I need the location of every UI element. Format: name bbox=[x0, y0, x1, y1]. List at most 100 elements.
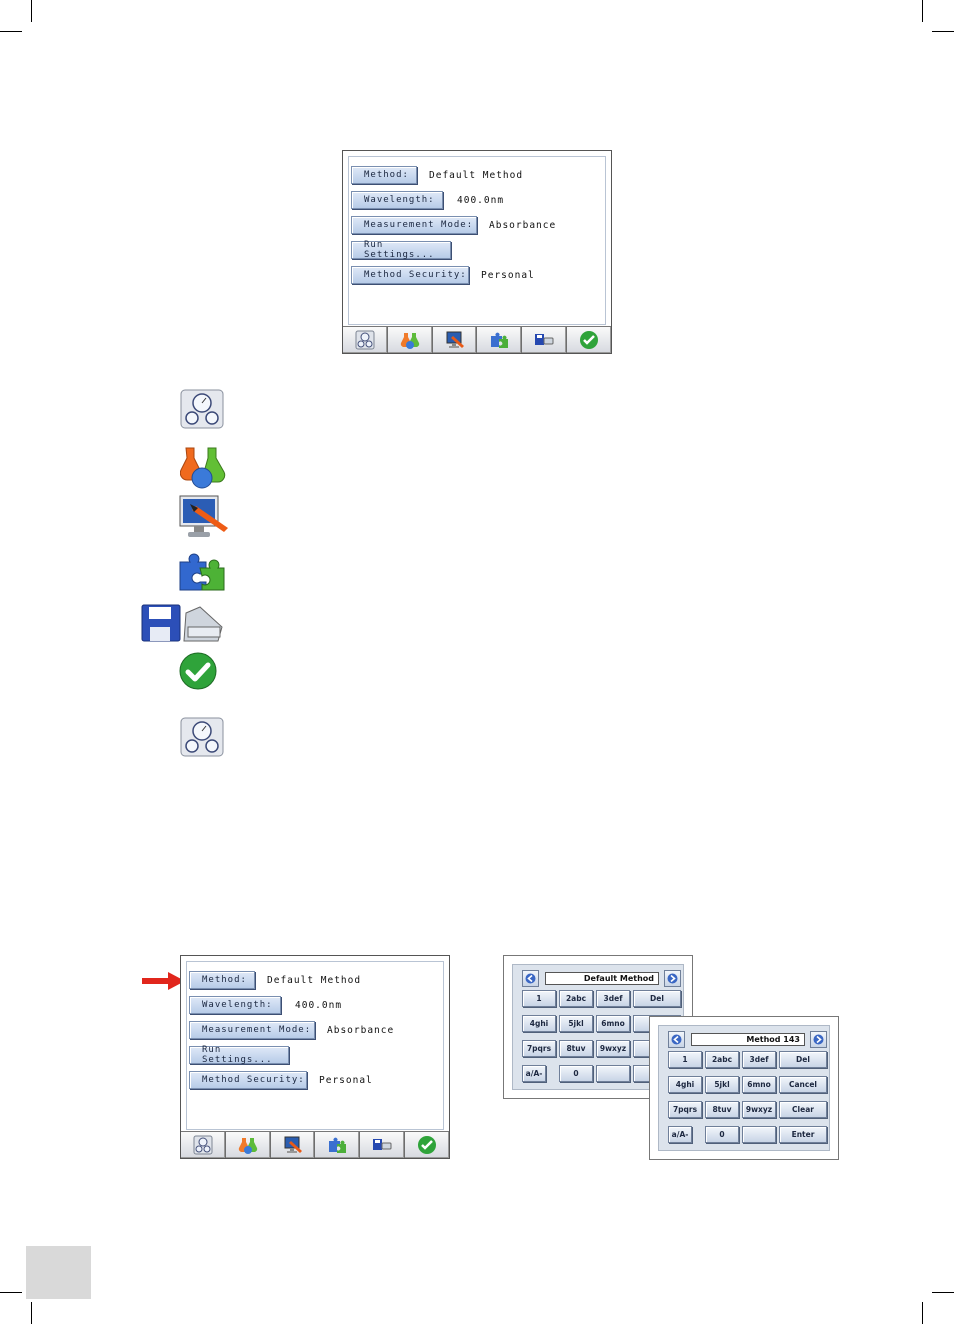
save-print-icon bbox=[535, 334, 554, 345]
key[interactable]: 8tuv bbox=[559, 1040, 593, 1057]
key[interactable] bbox=[596, 1065, 630, 1082]
check-icon bbox=[179, 652, 217, 690]
method-value: Default Method bbox=[267, 974, 362, 986]
crop-mark bbox=[932, 1292, 954, 1293]
keypad-front: Method 143 1 2abc 3def Del 4ghi 5jkl 6mn… bbox=[649, 1016, 839, 1160]
wavelength-button[interactable]: Wavelength: bbox=[189, 996, 281, 1014]
method-security-button[interactable]: Method Security: bbox=[189, 1071, 307, 1089]
tb-gauges[interactable] bbox=[343, 327, 388, 353]
left-arrow-button[interactable] bbox=[522, 970, 539, 987]
tb-accept[interactable] bbox=[567, 327, 611, 353]
run-settings-button[interactable]: Run Settings... bbox=[189, 1045, 289, 1065]
method-value: Default Method bbox=[429, 169, 524, 181]
right-arrow-button[interactable] bbox=[664, 970, 681, 987]
crop-mark bbox=[922, 1302, 923, 1324]
method-button[interactable]: Method: bbox=[189, 971, 255, 989]
key[interactable]: Del bbox=[633, 990, 681, 1007]
text-field[interactable]: Method 143 bbox=[691, 1033, 805, 1046]
toolbar bbox=[181, 1131, 449, 1158]
key[interactable]: Clear bbox=[779, 1101, 827, 1118]
run-settings-row: Run Settings... bbox=[351, 240, 451, 260]
crop-mark bbox=[31, 0, 32, 22]
key[interactable]: 6mno bbox=[742, 1076, 776, 1093]
method-security-value: Personal bbox=[481, 269, 535, 281]
method-screen-top: Method: Default Method Wavelength: 400.0… bbox=[342, 150, 612, 354]
key[interactable]: a/A- bbox=[522, 1065, 546, 1082]
key[interactable]: 5jkl bbox=[705, 1076, 739, 1093]
arrow-right-icon bbox=[813, 1034, 824, 1045]
key[interactable]: 3def bbox=[596, 990, 630, 1007]
key[interactable]: a/A- bbox=[668, 1126, 692, 1143]
key[interactable]: Enter bbox=[779, 1126, 827, 1143]
tb-gauges[interactable] bbox=[181, 1132, 226, 1158]
text-field[interactable]: Default Method bbox=[545, 972, 659, 985]
page-number-box bbox=[26, 1246, 91, 1299]
crop-mark bbox=[31, 1302, 32, 1324]
gauges-icon bbox=[193, 1135, 213, 1155]
key[interactable]: 9wxyz bbox=[596, 1040, 630, 1057]
monitor-brush-icon bbox=[446, 331, 464, 348]
crop-mark bbox=[922, 0, 923, 22]
check-icon bbox=[418, 1136, 437, 1154]
run-settings-button[interactable]: Run Settings... bbox=[351, 240, 451, 260]
measurement-mode-button[interactable]: Measurement Mode: bbox=[351, 216, 477, 234]
crop-mark bbox=[0, 31, 22, 32]
crop-mark bbox=[0, 1292, 22, 1293]
key[interactable]: Cancel bbox=[779, 1076, 827, 1093]
puzzle-icon bbox=[491, 332, 509, 348]
key[interactable]: 4ghi bbox=[522, 1015, 556, 1032]
tb-accept[interactable] bbox=[405, 1132, 449, 1158]
key[interactable]: 9wxyz bbox=[742, 1101, 776, 1118]
gauges-icon bbox=[180, 717, 224, 757]
puzzle-icon bbox=[179, 553, 225, 591]
tb-puzzle[interactable] bbox=[315, 1132, 361, 1158]
measurement-mode-value: Absorbance bbox=[489, 219, 557, 231]
screen-body bbox=[348, 156, 606, 325]
left-arrow-button[interactable] bbox=[668, 1031, 685, 1048]
monitor-brush-icon bbox=[284, 1136, 302, 1153]
wavelength-row: Wavelength: 400.0nm bbox=[189, 996, 342, 1014]
key[interactable]: 7pqrs bbox=[522, 1040, 556, 1057]
tb-puzzle[interactable] bbox=[477, 327, 523, 353]
flasks-icon bbox=[238, 1138, 257, 1154]
key[interactable] bbox=[742, 1126, 776, 1143]
key[interactable]: Del bbox=[779, 1051, 827, 1068]
method-button[interactable]: Method: bbox=[351, 166, 417, 184]
right-arrow-button[interactable] bbox=[810, 1031, 827, 1048]
key[interactable]: 5jkl bbox=[559, 1015, 593, 1032]
measurement-mode-row: Measurement Mode: Absorbance bbox=[351, 216, 556, 234]
key[interactable]: 3def bbox=[742, 1051, 776, 1068]
key[interactable]: 2abc bbox=[705, 1051, 739, 1068]
tb-display[interactable] bbox=[432, 327, 478, 353]
key[interactable]: 1 bbox=[522, 990, 556, 1007]
flasks-icon bbox=[180, 447, 226, 489]
tb-display[interactable] bbox=[270, 1132, 316, 1158]
tb-flasks[interactable] bbox=[387, 327, 433, 353]
puzzle-icon bbox=[329, 1137, 347, 1153]
key[interactable]: 0 bbox=[559, 1065, 593, 1082]
tb-save-print[interactable] bbox=[360, 1132, 406, 1158]
key[interactable]: 4ghi bbox=[668, 1076, 702, 1093]
pointer-arrow-icon bbox=[142, 972, 185, 990]
key[interactable]: 7pqrs bbox=[668, 1101, 702, 1118]
crop-mark bbox=[932, 31, 954, 32]
wavelength-row: Wavelength: 400.0nm bbox=[351, 191, 504, 209]
wavelength-value: 400.0nm bbox=[457, 194, 505, 206]
method-row: Method: Default Method bbox=[189, 971, 361, 989]
key[interactable]: 0 bbox=[705, 1126, 739, 1143]
measurement-mode-value: Absorbance bbox=[327, 1024, 395, 1036]
gauges-icon bbox=[180, 389, 224, 429]
tb-flasks[interactable] bbox=[225, 1132, 271, 1158]
wavelength-button[interactable]: Wavelength: bbox=[351, 191, 443, 209]
measurement-mode-button[interactable]: Measurement Mode: bbox=[189, 1021, 315, 1039]
key[interactable]: 2abc bbox=[559, 990, 593, 1007]
arrow-left-icon bbox=[671, 1034, 682, 1045]
key[interactable]: 8tuv bbox=[705, 1101, 739, 1118]
key[interactable]: 1 bbox=[668, 1051, 702, 1068]
method-security-value: Personal bbox=[319, 1074, 373, 1086]
save-print-icon bbox=[373, 1139, 392, 1150]
tb-save-print[interactable] bbox=[522, 327, 568, 353]
method-security-row: Method Security: Personal bbox=[351, 266, 535, 284]
method-security-button[interactable]: Method Security: bbox=[351, 266, 469, 284]
key[interactable]: 6mno bbox=[596, 1015, 630, 1032]
